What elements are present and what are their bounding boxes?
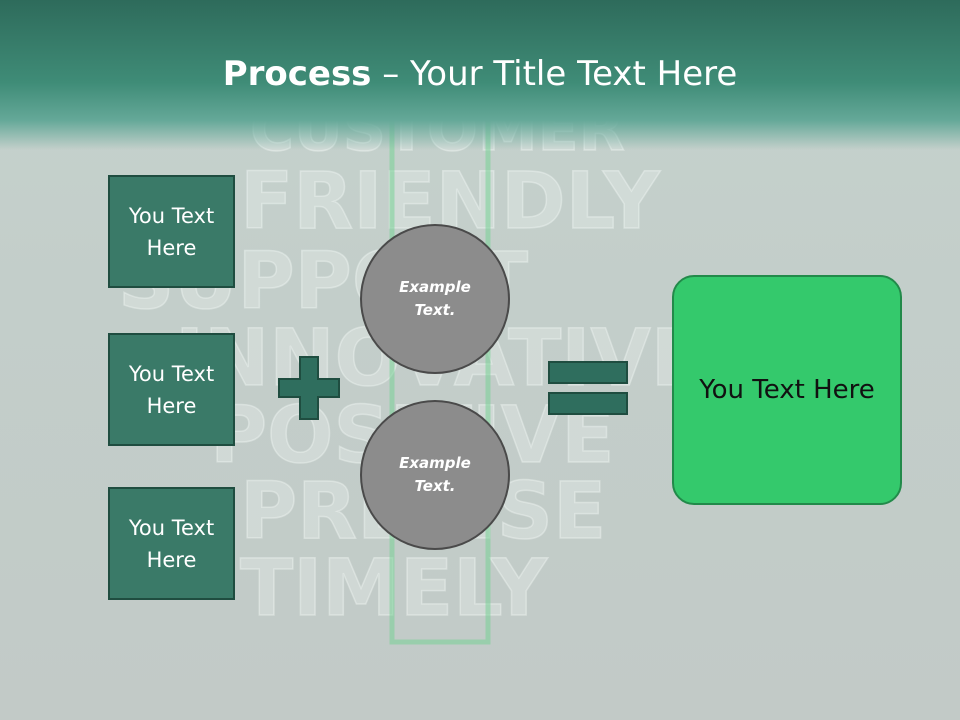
result-label: You Text Here xyxy=(699,375,875,405)
input-box-1-line1: You Text xyxy=(128,203,215,228)
bg-word-innovative: INNOVATIVE xyxy=(175,314,704,404)
equals-icon xyxy=(548,361,628,415)
slide-title-bold: Process xyxy=(222,54,372,94)
plus-icon xyxy=(278,356,340,420)
input-box-2-line1: You Text xyxy=(128,361,215,386)
slide-title: Process – Your Title Text Here xyxy=(0,52,960,96)
title-banner xyxy=(0,0,960,150)
result-box: You Text Here xyxy=(672,275,902,505)
example-circle-1-line1: Example xyxy=(399,278,471,296)
input-box-2-line2: Here xyxy=(146,393,197,418)
example-circle-2-line1: Example xyxy=(399,454,471,472)
input-box-1-line2: Here xyxy=(146,235,197,260)
input-box-3-line2: Here xyxy=(146,547,197,572)
slide-title-rest: – Your Title Text Here xyxy=(371,54,738,94)
example-circle-1-line2: Text. xyxy=(414,301,456,319)
bg-word-friendly: FRIENDLY xyxy=(240,157,661,247)
example-circle-2-line2: Text. xyxy=(414,477,456,495)
input-box-3-line1: You Text xyxy=(128,515,215,540)
